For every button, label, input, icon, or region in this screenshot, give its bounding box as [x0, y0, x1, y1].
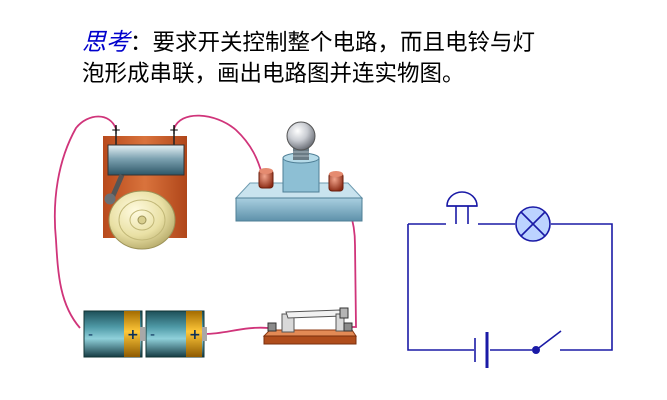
battery1-minus-label: - — [88, 327, 93, 343]
question-line-2: 泡形成串联，画出电路图并连实物图。 — [82, 61, 465, 87]
battery-icon: - + - + — [83, 310, 207, 358]
circuit-schematic — [407, 223, 613, 351]
schematic-bell-symbol-icon — [446, 191, 478, 224]
knife-switch-icon — [262, 307, 357, 345]
battery2-minus-label: - — [150, 327, 155, 343]
bell-plus-label: + — [169, 123, 179, 137]
wire-bell-to-battery — [53, 115, 117, 329]
battery1-plus-label: + — [127, 327, 139, 343]
question-keyword: 思考 — [82, 28, 130, 56]
question-text: 思考：要求开关控制整个电路，而且电铃与灯 泡形成串联，画出电路图并连实物图。 — [82, 27, 642, 90]
wire-battery-to-switch — [205, 326, 269, 335]
schematic-battery-symbol-icon — [474, 332, 489, 368]
schematic-lamp-symbol-icon — [515, 206, 551, 242]
wires — [53, 114, 357, 335]
schematic-switch-symbol-icon — [531, 330, 562, 354]
question-colon: ： — [130, 30, 153, 56]
electric-bell-icon: + + — [103, 123, 187, 250]
bulb-holder-icon — [234, 121, 364, 222]
bell-minus-label: + — [111, 123, 121, 137]
battery2-plus-label: + — [189, 327, 201, 343]
question-line-1: 要求开关控制整个电路，而且电铃与灯 — [152, 30, 536, 56]
wire-bell-to-lamp — [173, 114, 263, 175]
